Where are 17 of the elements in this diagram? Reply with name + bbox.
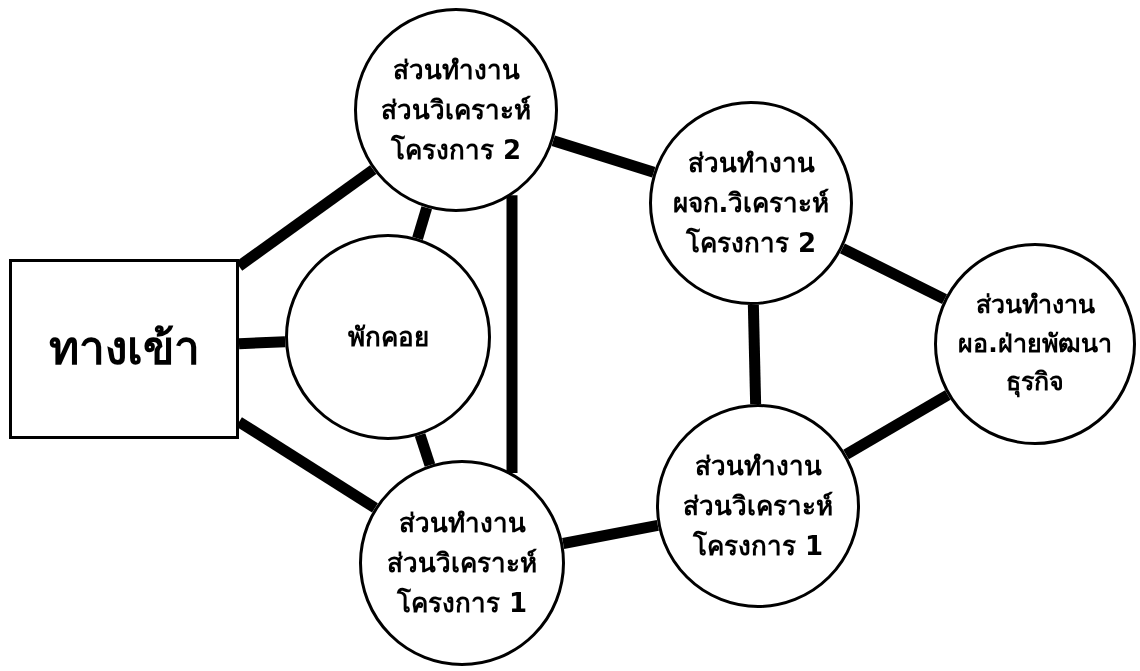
connector-line <box>412 206 432 240</box>
node-label: ส่วนทำงาน ผจก.วิเคราะห์ โครงการ 2 <box>671 146 831 261</box>
connector-line <box>562 519 659 549</box>
node-label: ส่วนทำงาน ส่วนวิเคราะห์ โครงการ 2 <box>380 53 532 168</box>
node-label: ส่วนทำงาน ผอ.ฝ่ายพัฒนา ธุรกิจ <box>957 288 1113 400</box>
connector-line <box>506 195 518 473</box>
entrance-box <box>9 259 239 439</box>
connector-line <box>238 336 286 350</box>
connector-line <box>843 390 951 460</box>
node-label: ส่วนทำงาน ส่วนวิเคราะห์ โครงการ 1 <box>386 506 538 621</box>
node-label: ทางเข้า <box>47 320 201 378</box>
connector-line <box>414 433 436 467</box>
connector-line <box>839 243 947 304</box>
connector-line <box>551 135 656 178</box>
connector-line <box>747 304 762 405</box>
node-label: พักคอย <box>346 320 430 354</box>
node-label: ส่วนทำงาน ส่วนวิเคราะห์ โครงการ 1 <box>682 449 834 564</box>
